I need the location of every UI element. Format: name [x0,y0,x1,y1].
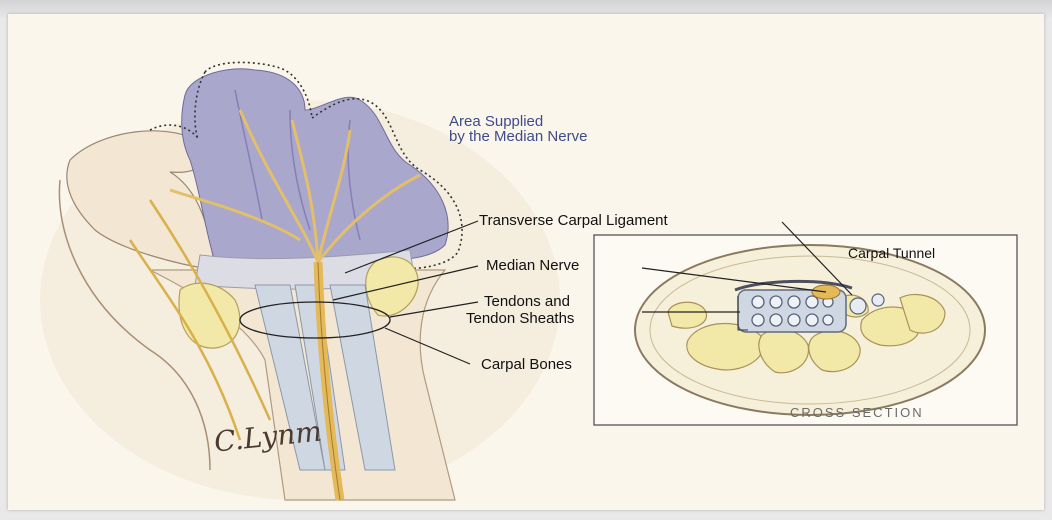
transverse-carpal-ligament-label: Transverse Carpal Ligament [479,212,668,229]
area-supplied-label-line2: by the Median Nerve [449,129,587,145]
tendon-sheaths-label: Tendon Sheaths [466,310,574,327]
cross-section-label: CROSS SECTION [790,404,924,421]
carpal-tunnel-label: Carpal Tunnel [848,245,935,262]
tendons-and-label: Tendons and [484,293,570,310]
carpal-bones-label: Carpal Bones [481,356,572,373]
median-nerve-label: Median Nerve [486,257,579,274]
